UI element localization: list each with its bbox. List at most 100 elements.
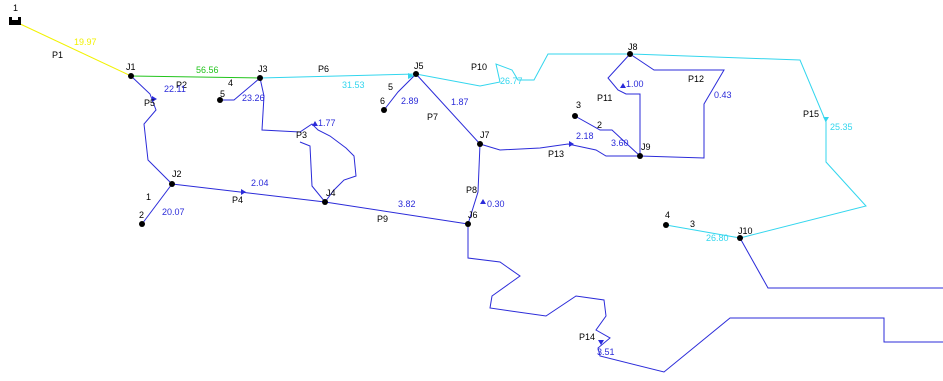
flow-value-p5: 22.11 <box>164 84 186 94</box>
node-label-j7: J7 <box>480 130 490 140</box>
node-label-j10: J10 <box>738 226 753 236</box>
flow-value-p2: 56.56 <box>196 65 219 75</box>
pipe-label-p15: P15 <box>803 109 819 119</box>
pipe-p10[interactable] <box>415 53 630 87</box>
tank-label: 6 <box>380 96 385 106</box>
pipe-p2[interactable] <box>130 75 261 79</box>
pipe-label-p9: P9 <box>377 214 388 224</box>
pipe-p3[interactable] <box>259 77 357 203</box>
junction-j4[interactable] <box>322 199 328 205</box>
arrow-icon <box>598 340 604 345</box>
tank-node[interactable] <box>572 113 578 119</box>
pipe-j5-tank6[interactable] <box>383 73 417 111</box>
flow-value-j3: 23.26 <box>242 93 265 103</box>
pipe-label-p8: P8 <box>466 185 477 195</box>
pipe-label-p7: P7 <box>427 112 438 122</box>
pipe-label-p12: P12 <box>688 74 704 84</box>
pipe-j10-outlet[interactable] <box>739 237 943 289</box>
reservoir-icon[interactable] <box>9 17 21 25</box>
tank-node[interactable] <box>217 97 223 103</box>
pipe-p4[interactable] <box>171 183 326 203</box>
pipe-label-p11: P11 <box>597 93 612 103</box>
junction-j2[interactable] <box>169 181 175 187</box>
tank-label: 3 <box>690 219 695 229</box>
junction-j7[interactable] <box>477 141 483 147</box>
junction-j5[interactable] <box>413 71 419 77</box>
flow-value-j5: 2.89 <box>401 96 419 106</box>
tank-label: 3 <box>576 100 581 110</box>
arrow-icon <box>312 121 318 126</box>
pipe-label-p2: P2 <box>176 80 187 90</box>
pipe-label-p1: P1 <box>52 50 63 60</box>
pipe-label-p6: P6 <box>318 64 329 74</box>
flow-value-p4: 2.04 <box>251 178 269 188</box>
flow-value-p9: 3.82 <box>398 199 416 209</box>
node-label-j1: J1 <box>126 62 136 72</box>
pipe-p15[interactable] <box>629 53 867 239</box>
pipe-tank4-j10[interactable] <box>665 224 741 239</box>
node-label-j3: J3 <box>258 64 268 74</box>
node-label-j9: J9 <box>641 142 651 152</box>
flow-value-p14: 3.51 <box>597 347 615 357</box>
node-label-j4: J4 <box>326 188 336 198</box>
flow-value-p6: 31.53 <box>342 80 365 90</box>
arrow-icon <box>480 199 486 204</box>
junction-j8[interactable] <box>627 51 633 57</box>
arrow-icon <box>241 189 246 195</box>
pipe-label-p3: P3 <box>296 130 307 140</box>
pipe-tank3-j9[interactable] <box>574 115 641 157</box>
flow-value-j10: 26.80 <box>706 233 729 243</box>
arrow-icon <box>152 96 157 102</box>
arrow-icon <box>620 83 626 88</box>
tank-label: 5 <box>388 82 393 92</box>
pipe-p6[interactable] <box>259 73 417 79</box>
pipe-p7[interactable] <box>415 73 481 145</box>
arrow-icon <box>569 141 574 147</box>
pipe-p5[interactable] <box>130 75 173 185</box>
pipe-p1[interactable] <box>15 21 132 77</box>
node-label-j5: J5 <box>414 61 424 71</box>
pipe-label-p14: P14 <box>579 332 595 342</box>
tank-node[interactable] <box>663 222 669 228</box>
node-label-j6: J6 <box>468 210 478 220</box>
pipe-p8[interactable] <box>467 143 481 225</box>
reservoir-notch <box>12 17 18 20</box>
flow-value-p15: 25.35 <box>830 122 853 132</box>
pipe-label-p10: P10 <box>471 62 487 72</box>
pipe-p13[interactable] <box>479 143 640 157</box>
flow-value-p3: 1.77 <box>318 118 336 128</box>
tank-node[interactable] <box>381 107 387 113</box>
pipe-j2-tank2[interactable] <box>141 183 173 225</box>
junction-j10[interactable] <box>737 235 743 241</box>
flow-value-p1: 19.97 <box>74 37 97 47</box>
tank-label: 4 <box>228 78 233 88</box>
tank-node[interactable] <box>139 221 145 227</box>
flow-value-p11: 1.00 <box>626 79 644 89</box>
tank-label: 4 <box>665 210 670 220</box>
junction-j9[interactable] <box>637 153 643 159</box>
tank-label: 2 <box>139 210 144 220</box>
junction-j3[interactable] <box>257 75 263 81</box>
junction-j1[interactable] <box>128 73 134 79</box>
flow-arrows <box>152 73 829 345</box>
flow-value-j9: 3.60 <box>611 138 629 148</box>
pipe-label-p5: P5 <box>144 98 155 108</box>
pipe-p9[interactable] <box>324 201 469 225</box>
pipe-p14[interactable] <box>467 224 943 373</box>
arrow-icon <box>408 73 414 79</box>
flow-value-p12: 0.43 <box>714 90 732 100</box>
arrow-icon <box>823 117 829 122</box>
pipe-p11[interactable] <box>607 53 641 156</box>
pipe-label-p4: P4 <box>232 195 243 205</box>
flow-value-p13: 2.18 <box>576 131 594 141</box>
flow-value-p8: 0.30 <box>487 199 505 209</box>
pipe-j3-tank5[interactable] <box>220 77 261 101</box>
junction-j6[interactable] <box>465 221 471 227</box>
node-label-j8: J8 <box>628 42 638 52</box>
tank-label: 1 <box>146 192 151 202</box>
flow-value-j2: 20.07 <box>162 207 185 217</box>
pipe-label-p13: P13 <box>548 149 564 159</box>
pipe-p12[interactable] <box>629 53 725 159</box>
